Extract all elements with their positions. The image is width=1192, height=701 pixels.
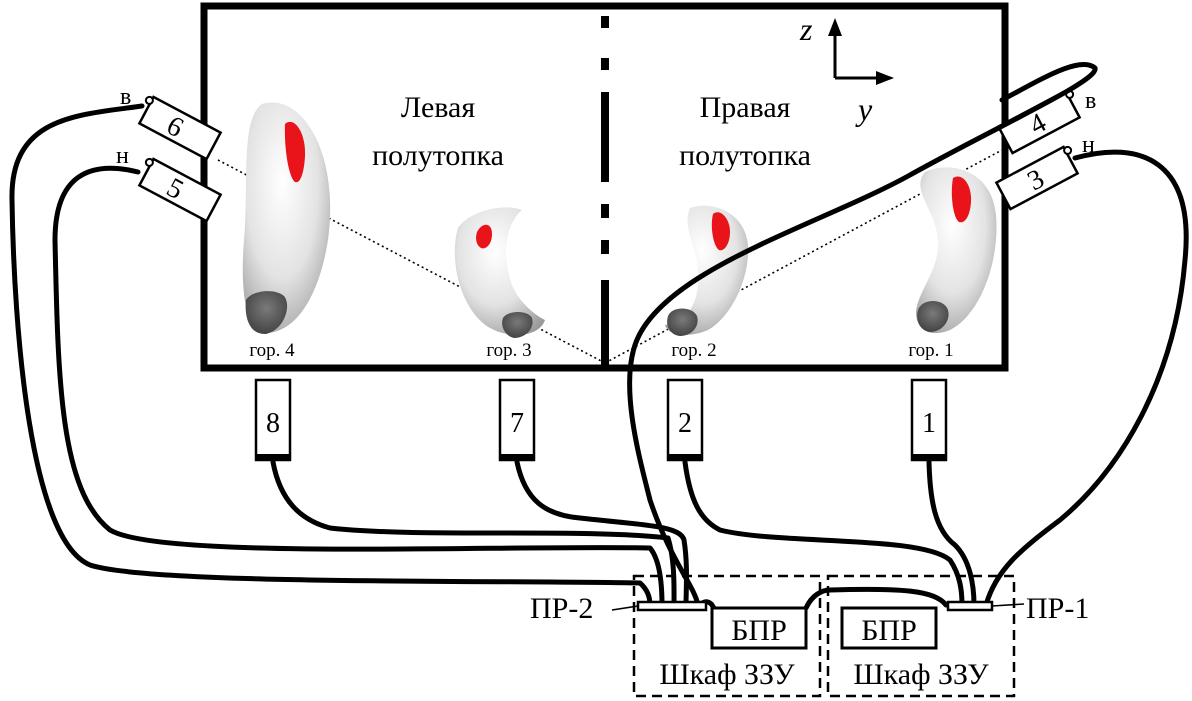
burner-label-3: гор. 3: [486, 340, 531, 361]
bpr-label-left: БПР: [731, 614, 787, 647]
flame-burner-1: [916, 167, 997, 334]
side-sensor-3: 3: [994, 145, 1080, 211]
bottom-sensor-8: 8: [254, 378, 292, 462]
right-upper-mark: в: [1085, 88, 1096, 114]
svg-text:1: 1: [922, 408, 936, 439]
bottom-sensor-2: 2: [666, 378, 704, 462]
svg-text:7: 7: [510, 408, 524, 439]
side-sensor-6: 6: [137, 95, 223, 161]
flame-burner-4: [242, 102, 331, 335]
right-lower-mark: н: [1082, 132, 1095, 158]
bpr-label-right: БПР: [861, 614, 917, 647]
burner-label-4: гор. 4: [249, 340, 295, 361]
bpr-unit-right: [840, 606, 938, 650]
bottom-sensor-1: 1: [910, 378, 948, 462]
cabinet-label-right: Шкаф ЗЗУ: [853, 658, 989, 691]
axis-z-label: z: [799, 11, 813, 47]
right-half-label-line2: полутопка: [679, 139, 811, 172]
burner-label-1: гор. 1: [908, 340, 953, 361]
left-half-label-line2: полутопка: [372, 139, 504, 172]
left-half-label-line1: Левая: [401, 91, 476, 124]
connector-pr1-label: ПР-1: [1026, 592, 1089, 625]
bpr-unit-left: [710, 606, 808, 650]
connector-pr2: [636, 600, 708, 612]
bottom-sensor-7: 7: [498, 378, 536, 462]
connector-pr2-label: ПР-2: [530, 592, 593, 625]
connector-pr1: [946, 600, 994, 612]
furnace-divider: [601, 16, 609, 368]
left-upper-mark: в: [120, 84, 131, 110]
side-sensor-5: 5: [137, 157, 223, 223]
left-lower-mark: н: [116, 143, 129, 169]
axis-y-label: y: [855, 91, 873, 127]
side-sensor-4: 4: [996, 89, 1082, 155]
axes: z y: [799, 11, 894, 127]
burner-label-2: гор. 2: [671, 340, 716, 361]
cabinet-label-left: Шкаф ЗЗУ: [659, 658, 795, 691]
cables: [9, 61, 1189, 615]
svg-text:2: 2: [678, 408, 692, 439]
cabinet-left: [632, 574, 822, 698]
svg-text:8: 8: [266, 408, 280, 439]
cabinet-right: [826, 574, 1016, 698]
flame-burner-3: [454, 207, 545, 338]
right-half-label-line1: Правая: [700, 91, 791, 124]
sight-lines: [217, 149, 1003, 364]
